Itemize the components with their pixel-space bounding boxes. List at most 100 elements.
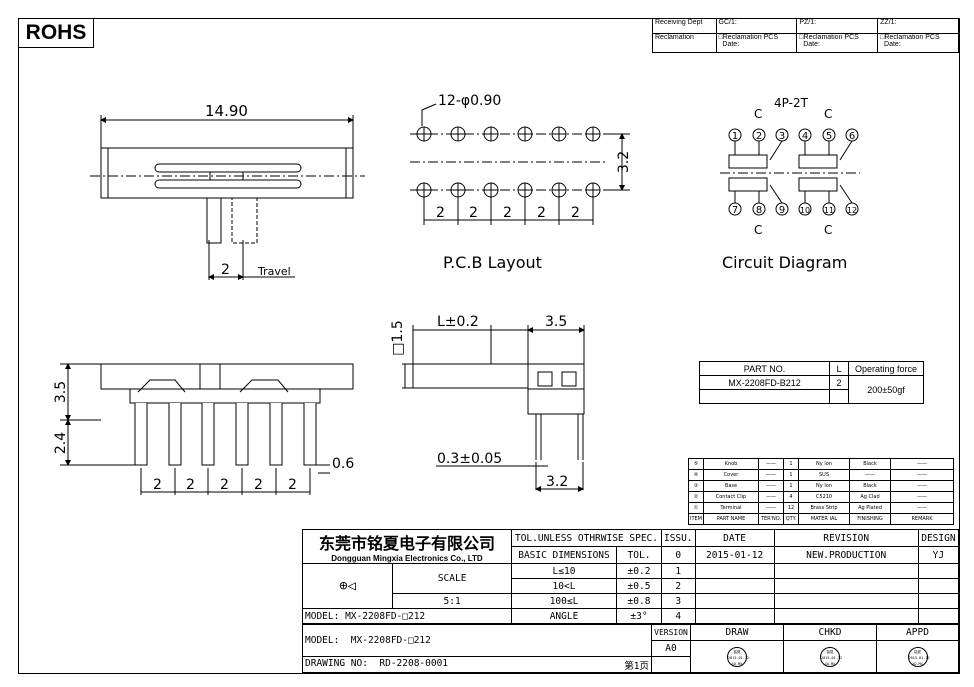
travel-label: Travel xyxy=(257,265,291,278)
drawing-frame xyxy=(18,18,960,674)
model-cell: MODEL: MX-2208FD-□212 xyxy=(302,608,512,624)
pin-number: 1 xyxy=(732,131,738,142)
pin-width: 0.6 xyxy=(332,456,354,472)
circuit-diagram xyxy=(720,140,860,204)
design-value: YJ xyxy=(917,546,960,564)
receiving-table: Receiving Dept GC/1: PZ/1: ZZ/1: Reclama… xyxy=(652,18,959,53)
part-table: PART NO. L Operating force MX-2208FD-B21… xyxy=(699,361,924,404)
model-row: MODEL: MX-2208FD-□212 xyxy=(302,624,652,657)
hole-spec: 12-φ0.90 xyxy=(438,93,501,109)
date-value: 2015-01-12 xyxy=(694,546,775,564)
pcb-caption: P.C.B Layout xyxy=(443,253,542,272)
version-label: VERSION xyxy=(651,624,691,641)
rohs-label: ROHS xyxy=(18,18,94,48)
pitch-label: 2 xyxy=(571,205,580,221)
row-pitch: 3.2 xyxy=(616,151,632,173)
pin-number: 9 xyxy=(779,205,785,216)
circuit-caption: Circuit Diagram xyxy=(722,253,847,272)
reclamation-cell: □Reclamation PCS Date: xyxy=(877,33,959,53)
pin-number: 10 xyxy=(800,206,810,215)
issue-2: 2 xyxy=(660,578,696,594)
scale-label: SCALE xyxy=(392,563,512,594)
lever-length: L±0.2 xyxy=(437,314,479,330)
issue-1: 1 xyxy=(660,563,696,579)
common-mark: C xyxy=(824,107,832,121)
tol-range: 100≤L xyxy=(511,593,617,609)
company-cell: 东莞市铭夏电子有限公司 Dongguan Mingxia Electronics… xyxy=(302,529,512,564)
page-label: 第1页 xyxy=(624,660,649,672)
date-header: DATE xyxy=(694,529,775,547)
part-no-header: PART NO. xyxy=(699,361,830,376)
circuit-type: 4P-2T xyxy=(774,96,809,110)
pin-number: 7 xyxy=(732,205,738,216)
version-value: A0 xyxy=(651,640,691,657)
pin-number: 11 xyxy=(824,206,834,215)
width-dim: 14.90 xyxy=(205,102,248,120)
tol-value: ±0.5 xyxy=(616,578,662,594)
issue-3: 3 xyxy=(660,593,696,609)
pin-thickness: 0.3±0.05 xyxy=(437,451,502,467)
company-name-cn: 东莞市铭夏电子有限公司 xyxy=(318,534,495,553)
tol-value: ±0.8 xyxy=(616,593,662,609)
pitch-label: 2 xyxy=(503,205,512,221)
pcb-layout xyxy=(410,103,630,225)
pin-number: 6 xyxy=(849,131,855,142)
height-pin: 2.4 xyxy=(53,432,69,454)
title-block-lower: MODEL: MX-2208FD-□212 VERSION DRAW CHKD … xyxy=(302,624,959,673)
front-pitch: 2 xyxy=(254,477,263,493)
l-value: 2 xyxy=(829,375,849,390)
issue-header: ISSU. xyxy=(660,529,696,547)
force-header: Operating force xyxy=(848,361,924,376)
issue-4: 4 xyxy=(660,608,696,624)
side-pin-spacing: 3.2 xyxy=(546,474,568,490)
revision-header: REVISION xyxy=(773,529,919,547)
draw-label: DRAW xyxy=(690,624,784,641)
pin-number: 3 xyxy=(779,131,785,142)
pin-number: 4 xyxy=(802,131,808,142)
front-pitch: 2 xyxy=(186,477,195,493)
design-header: DESIGN xyxy=(917,529,960,547)
revision-value: NEW.PRODUCTION xyxy=(773,546,919,564)
front-view xyxy=(60,363,354,495)
reclamation-cell: □Reclamation PCS Date: xyxy=(796,33,879,53)
front-pitch: 2 xyxy=(288,477,297,493)
height-body: 3.5 xyxy=(53,381,69,403)
pitch-label: 2 xyxy=(537,205,546,221)
top-view xyxy=(90,115,365,280)
travel-value: 2 xyxy=(221,262,230,278)
pin-number: 5 xyxy=(826,131,832,142)
reclamation-cell: □Reclamation PCS Date: xyxy=(715,33,798,53)
side-view xyxy=(402,325,585,492)
front-pitch: 2 xyxy=(220,477,229,493)
appd-label: APPD xyxy=(876,624,959,641)
tol-range: L≤10 xyxy=(511,563,617,579)
side-width: 3.5 xyxy=(545,314,567,330)
tol-range: ANGLE xyxy=(511,608,617,624)
tol-value: ±3° xyxy=(616,608,662,624)
pin-number: 12 xyxy=(847,206,857,215)
chkd-label: CHKD xyxy=(783,624,877,641)
front-pitch: 2 xyxy=(153,477,162,493)
pitch-label: 2 xyxy=(469,205,478,221)
square-dim: □1.5 xyxy=(390,320,406,356)
pin-number: 2 xyxy=(756,131,762,142)
basic-dimensions: BASIC DIMENSIONS xyxy=(511,546,617,564)
issue-0: 0 xyxy=(660,546,696,564)
pin-number: 8 xyxy=(756,205,762,216)
l-header: L xyxy=(829,361,849,376)
tol-range: 10<L xyxy=(511,578,617,594)
